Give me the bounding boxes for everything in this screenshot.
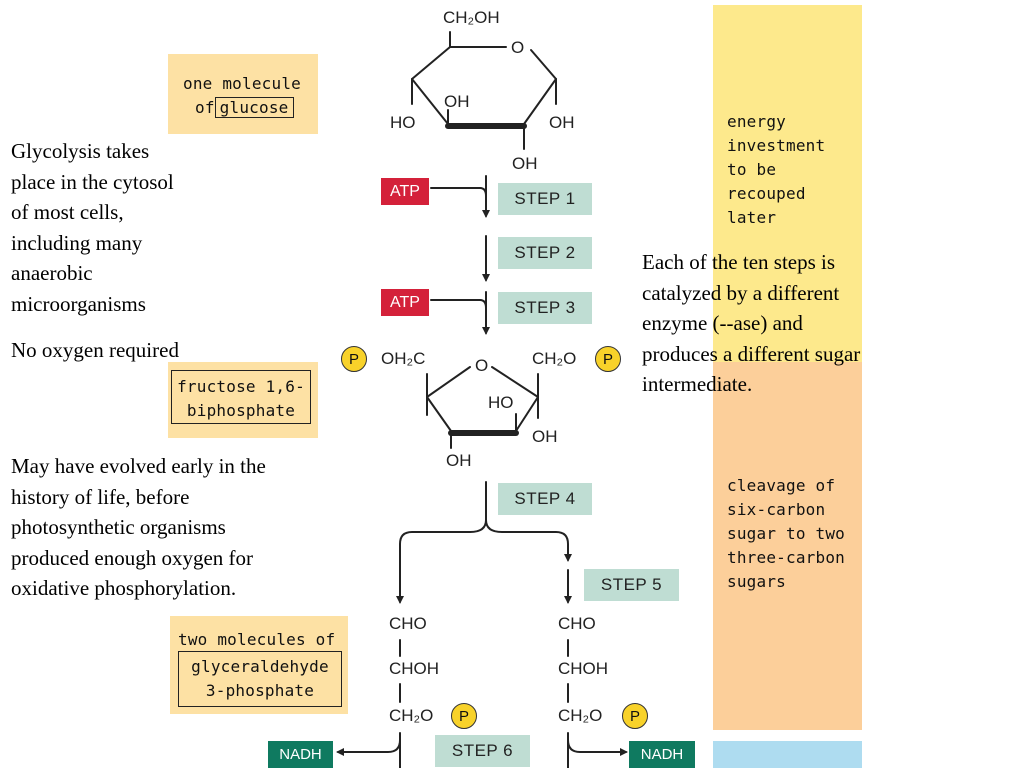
glucose-oh-inner: OH (444, 92, 470, 111)
g3p-left-ch2o: CH₂O (389, 706, 434, 725)
g3p-label-box: two molecules of glyceraldehyde 3-phosph… (170, 616, 348, 714)
fructose-ring (426, 366, 539, 449)
fructose-oh-right: OH (532, 427, 558, 446)
step-6-label: STEP 6 (435, 735, 530, 767)
phosphate-icon: P (595, 346, 621, 372)
note-evolution: May have evolved early in the history of… (11, 454, 266, 600)
glucose-ring-oxygen: O (511, 38, 525, 57)
fructose-ring-oxygen: O (475, 356, 489, 375)
glucose-ring (411, 31, 557, 150)
step-1-label: STEP 1 (498, 183, 592, 215)
fructose-ho: HO (488, 393, 514, 412)
step-5-label: STEP 5 (584, 569, 679, 601)
nadh-badge-right: NADH (629, 741, 695, 768)
glucose-oh-right: OH (549, 113, 575, 132)
g3p-right-cho: CHO (558, 614, 596, 633)
note-oxygen: No oxygen required (11, 338, 179, 362)
g3p-label-inner: glyceraldehyde 3-phosphate (178, 651, 342, 707)
glucose-oh-bottom: OH (512, 154, 538, 173)
energy-investment-panel (713, 5, 862, 362)
g3p-left-choh: CHOH (389, 659, 440, 678)
g3p-right-ch2o: CH₂O (558, 706, 603, 725)
atp-badge-step1: ATP (381, 178, 429, 205)
glucose-label-line1: one molecule (183, 74, 301, 93)
fructose-oh-bottom: OH (446, 451, 472, 470)
nadh-badge-left: NADH (268, 741, 333, 768)
g3p-right-choh: CHOH (558, 659, 609, 678)
glucose-boxed-word: glucose (214, 97, 294, 118)
phosphate-icon: P (622, 703, 648, 729)
phosphate-icon: P (341, 346, 367, 372)
cleavage-panel (713, 362, 862, 730)
energy-investment-text: energy investment to be recouped later (727, 112, 826, 227)
note-cytosol: Glycolysis takes place in the cytosol of… (11, 139, 174, 316)
note-enzyme: Each of the ten steps is catalyzed by a … (642, 250, 861, 396)
fructose-ch2o: CH₂O (532, 349, 577, 368)
glucose-ho-left: HO (390, 113, 416, 132)
fructose-oh2c: OH₂C (381, 349, 426, 368)
step-2-label: STEP 2 (498, 237, 592, 269)
blue-panel (713, 741, 862, 768)
step-4-label: STEP 4 (498, 483, 592, 515)
atp-badge-step3: ATP (381, 289, 429, 316)
fructose-label-box: fructose 1,6- biphosphate (168, 362, 318, 438)
glucose-ch2oh: CH₂OH (443, 8, 500, 27)
fructose-label-inner: fructose 1,6- biphosphate (171, 370, 311, 424)
g3p-label-line1: two molecules of (178, 630, 336, 649)
g3p-left-cho: CHO (389, 614, 427, 633)
step-3-label: STEP 3 (498, 292, 592, 324)
phosphate-icon: P (451, 703, 477, 729)
cleavage-text: cleavage of six-carbon sugar to two thre… (727, 476, 845, 591)
